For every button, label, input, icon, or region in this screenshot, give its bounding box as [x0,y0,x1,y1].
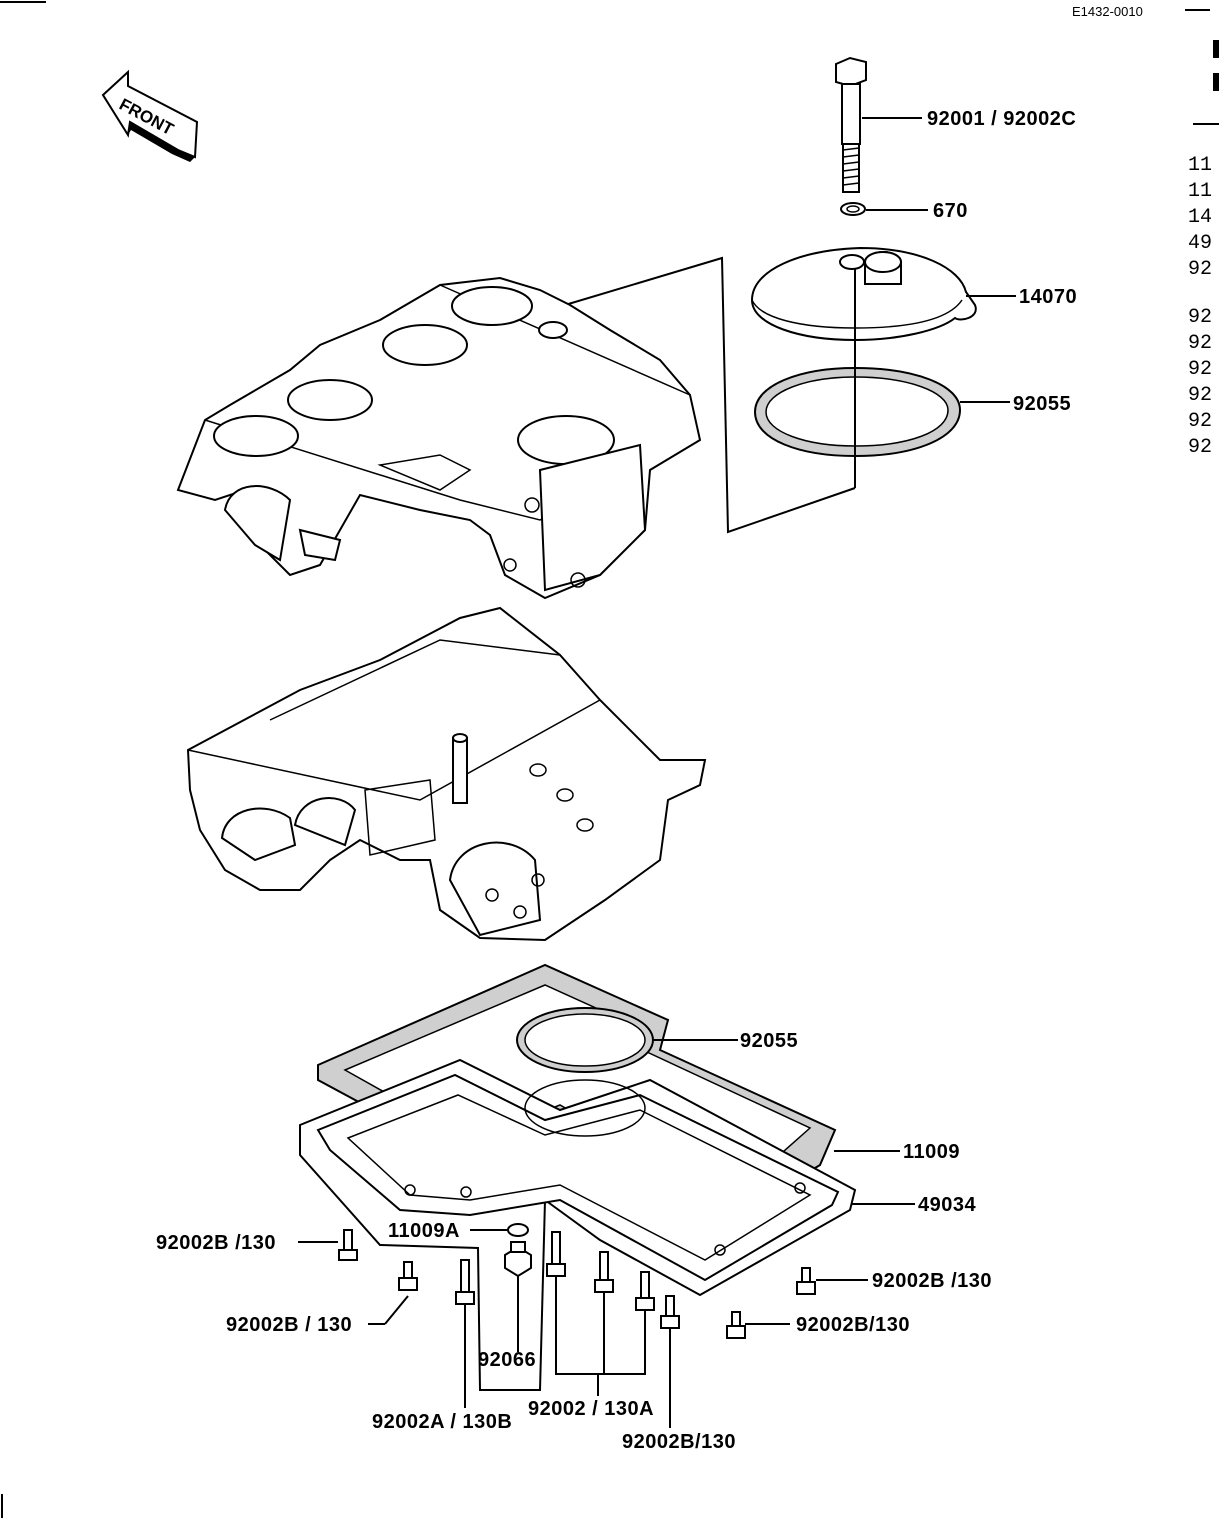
svg-text:92: 92 [1188,258,1212,281]
callout-92001-92002c: 92001 / 92002C [927,108,1076,130]
svg-text:14: 14 [1188,206,1212,229]
svg-text:92: 92 [1188,410,1212,433]
callout-14070: 14070 [1019,286,1077,308]
svg-text:11: 11 [1188,180,1212,203]
svg-text:49: 49 [1188,232,1212,255]
callout-92002b-130-left1: 92002B /130 [156,1232,276,1254]
lower-crankcase [186,606,707,942]
parts-list-fragment: 11 11 14 49 92 92 92 92 92 92 92 [1188,40,1219,459]
upper-crankcase [176,276,702,600]
callout-92002b-130-left2: 92002B / 130 [226,1314,352,1336]
callout-92055-top: 92055 [1013,393,1071,415]
svg-text:92: 92 [1188,384,1212,407]
callout-92002b-130-right1: 92002B /130 [872,1270,992,1292]
callout-92055-pan: 92055 [740,1030,798,1052]
callout-92002a-130b: 92002A / 130B [372,1411,512,1433]
washer-670 [840,202,866,216]
callout-11009: 11009 [903,1141,960,1163]
callout-92066: 92066 [478,1349,536,1371]
diagram-code: E1432-0010 [1072,4,1143,19]
oring-92055-pan [516,1007,654,1073]
callout-670: 670 [933,200,968,222]
callout-49034: 49034 [918,1194,976,1216]
cover-14070 [750,246,977,342]
callout-92002b-130-right2: 92002B/130 [796,1314,910,1336]
leader-lines [298,117,1016,1428]
front-arrow-icon: FRONT [101,69,199,162]
pan-bolts [338,1229,816,1339]
svg-text:92: 92 [1188,436,1212,459]
oring-92055-top [753,366,962,458]
svg-text:92: 92 [1188,332,1212,355]
svg-text:92: 92 [1188,306,1212,329]
oil-pan-49034 [299,1058,857,1391]
callout-92002b-130-bottom: 92002B/130 [622,1431,736,1453]
drain-plug-92066 [504,1241,532,1278]
svg-text:92: 92 [1188,358,1212,381]
callout-92002-130a: 92002 / 130A [528,1398,654,1420]
callout-11009a: 11009A [388,1220,460,1242]
svg-text:11: 11 [1188,154,1212,177]
drain-washer-11009a [507,1223,529,1237]
bolt-92001 [835,56,867,193]
